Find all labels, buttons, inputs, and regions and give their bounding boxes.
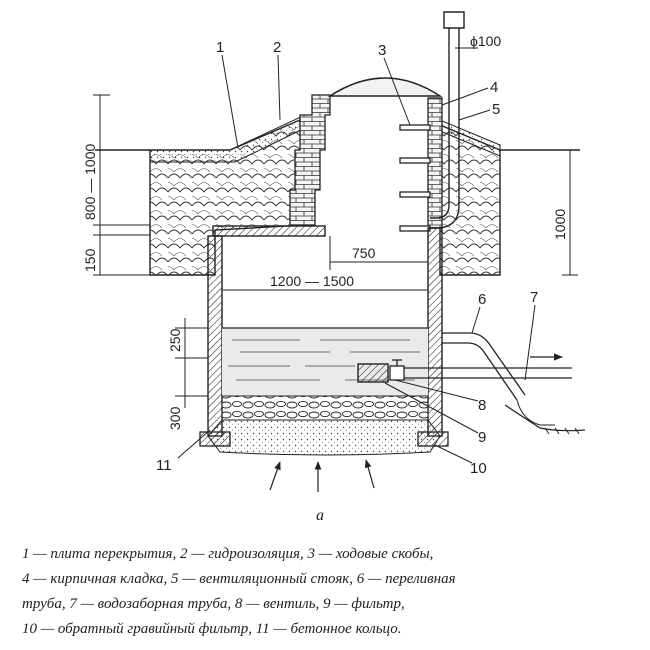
callout-10: 10 <box>470 460 487 477</box>
step-brackets <box>399 124 431 232</box>
dim-1200-1500: 1200 — 1500 <box>270 273 354 289</box>
filter <box>357 363 389 383</box>
dim-800-1000: 800 — 1000 <box>82 144 98 220</box>
dim-750: 750 <box>352 245 376 261</box>
intake-pipe <box>400 353 572 379</box>
legend-line-2: 4 — кирпичная кладка, 5 — вентиляционный… <box>22 571 456 587</box>
callout-4: 4 <box>490 79 498 96</box>
terrain-right <box>504 404 586 432</box>
cover-slab <box>212 225 326 237</box>
legend-line-1: 1 — плита перекрытия, 2 — гидроизоляция,… <box>22 546 434 562</box>
callout-1: 1 <box>216 39 224 56</box>
dim-150: 150 <box>82 248 98 272</box>
legend: 1 — плита перекрытия, 2 — гидроизоляция,… <box>22 542 637 642</box>
dim-250: 250 <box>167 328 183 352</box>
dim-300: 300 <box>167 406 183 430</box>
callout-9: 9 <box>478 429 486 446</box>
callout-5: 5 <box>492 101 500 118</box>
sand-base <box>207 419 441 456</box>
figure-caption: а <box>316 507 324 524</box>
callout-11: 11 <box>156 457 172 474</box>
gravel-filter <box>221 395 429 421</box>
legend-line-4: 10 — обратный гравийный фильтр, 11 — бет… <box>22 621 402 637</box>
callout-6: 6 <box>478 291 486 308</box>
hatch-cover <box>327 77 443 97</box>
dim-pipe-diameter: ϕ100 <box>470 33 501 49</box>
callout-8: 8 <box>478 397 486 414</box>
callout-labels: 1 2 3 4 5 6 7 8 9 10 11 <box>156 39 538 477</box>
overflow-pipe <box>442 332 555 426</box>
footings <box>199 431 449 447</box>
callout-3: 3 <box>378 42 386 59</box>
callout-7: 7 <box>530 289 538 306</box>
legend-line-3: труба, 7 — водозаборная труба, 8 — венти… <box>22 596 405 612</box>
groundwater-arrows <box>269 459 375 492</box>
soil-left <box>149 114 306 276</box>
dimension-lines <box>93 47 578 408</box>
leader-lines <box>177 54 536 464</box>
brick-masonry <box>289 94 443 229</box>
callout-2: 2 <box>273 39 281 56</box>
dimension-text: ϕ100 750 1200 — 1500 800 — 1000 150 1000… <box>82 33 568 430</box>
water <box>222 327 428 396</box>
dim-1000: 1000 <box>552 209 568 240</box>
